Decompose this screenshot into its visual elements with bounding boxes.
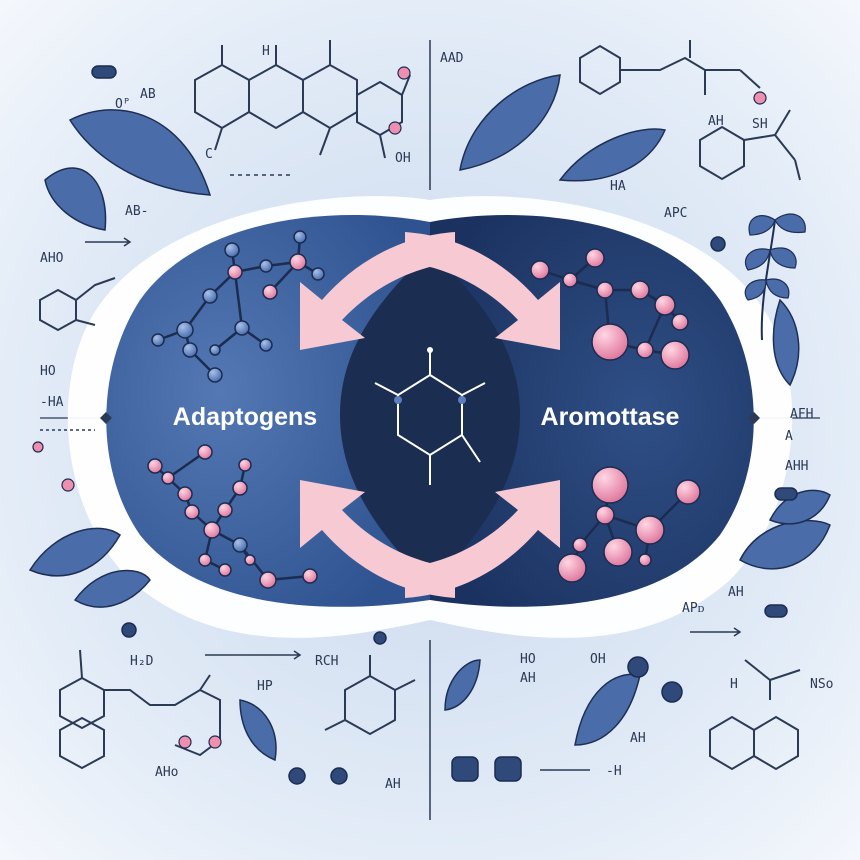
small-arrows [40, 174, 742, 771]
annotation-text: H₂D [130, 654, 154, 669]
annotation-text: H [262, 44, 270, 59]
pill-icon [627, 656, 649, 678]
annotations: AAD AB Oᴾ C OH H AH SH HA APC AHO HO -HA… [40, 44, 833, 792]
leaf-icon [44, 167, 107, 231]
center-core [340, 250, 520, 585]
center-molecule-icon [374, 347, 486, 485]
leaf-icon [28, 527, 121, 577]
arrow-right-icon [690, 627, 742, 637]
ring-structures [39, 40, 801, 771]
annotation-text: AFH [790, 407, 813, 422]
pill-icon [91, 65, 117, 79]
annotation-text: HP [257, 679, 273, 694]
pill-icon [661, 681, 683, 703]
pill-icon [774, 487, 798, 501]
annotation-text: OH [590, 652, 606, 667]
ring-structure-icon [699, 125, 745, 181]
arrow-right-icon [205, 650, 302, 660]
pill-icon [710, 236, 726, 252]
annotation-text: H [730, 677, 738, 692]
arrow-right-icon [85, 237, 132, 247]
right-edge-marker [748, 412, 760, 424]
annotation-text: AHH [785, 459, 808, 474]
annotation-text: AB- [125, 204, 148, 219]
ring-structure-icon [579, 44, 621, 96]
cycle-arrows [300, 232, 560, 598]
annotation-text: A [785, 429, 793, 444]
accent-dots [32, 66, 767, 749]
annotation-text: AH [728, 585, 744, 600]
annotation-text: AH [630, 731, 646, 746]
annotation-text: RCH [315, 654, 338, 669]
annotation-text: -HA [40, 395, 64, 410]
left-molecule-bottom-icon [147, 444, 318, 589]
annotation-text: SH [752, 117, 768, 132]
pill-icon [330, 767, 348, 785]
pill-icon [764, 604, 788, 618]
pills [91, 65, 798, 785]
right-molecule-bottom-icon [557, 466, 701, 583]
annotation-text: AH [520, 671, 536, 686]
ring-structure-icon [356, 80, 403, 137]
annotation-text: C [205, 147, 213, 162]
annotation-text: APC [664, 206, 687, 221]
left-molecule-top-icon [151, 230, 325, 383]
pill-icon [288, 767, 306, 785]
pill-icon [121, 622, 137, 638]
ring-structure-icon [59, 716, 105, 770]
leaf-icon [73, 569, 151, 608]
annotation-text: AB [140, 87, 156, 102]
pill-icon [373, 631, 387, 645]
pill-icon [494, 756, 522, 782]
left-edge-marker [100, 412, 112, 424]
left-label: Adaptogens [173, 403, 317, 431]
pill-icon [451, 756, 479, 782]
annotation-text: AHO [40, 251, 64, 266]
annotation-text: AHo [155, 765, 178, 780]
ring-structure-icon [753, 715, 799, 771]
leaf-icon [772, 298, 800, 387]
leaf-icon [68, 109, 212, 196]
fern-icon [744, 213, 806, 341]
annotation-text: -H [606, 764, 622, 779]
leaf-icon [444, 659, 481, 711]
right-label: Aromottase [541, 403, 680, 431]
annotation-text: HO [520, 652, 536, 667]
annotation-text: Oᴾ [115, 97, 131, 112]
arrow-bottom-right [405, 480, 560, 598]
leaf-icon [459, 74, 561, 171]
right-molecule-top-icon [530, 248, 690, 370]
leaves [28, 74, 831, 762]
leaf-icon [739, 519, 831, 570]
annotation-text: AAD [440, 51, 464, 66]
annotation-text: AH [385, 777, 401, 792]
annotation-text: HO [40, 364, 56, 379]
leaf-icon [239, 699, 277, 762]
leaf-icon [558, 128, 667, 182]
annotation-text: NSo [810, 677, 833, 692]
annotation-text: AH [708, 114, 724, 129]
arrow-top-right [405, 232, 560, 350]
annotation-text: OH [395, 151, 411, 166]
annotation-text: HA [610, 179, 626, 194]
annotation-text: APᴅ [682, 601, 705, 616]
